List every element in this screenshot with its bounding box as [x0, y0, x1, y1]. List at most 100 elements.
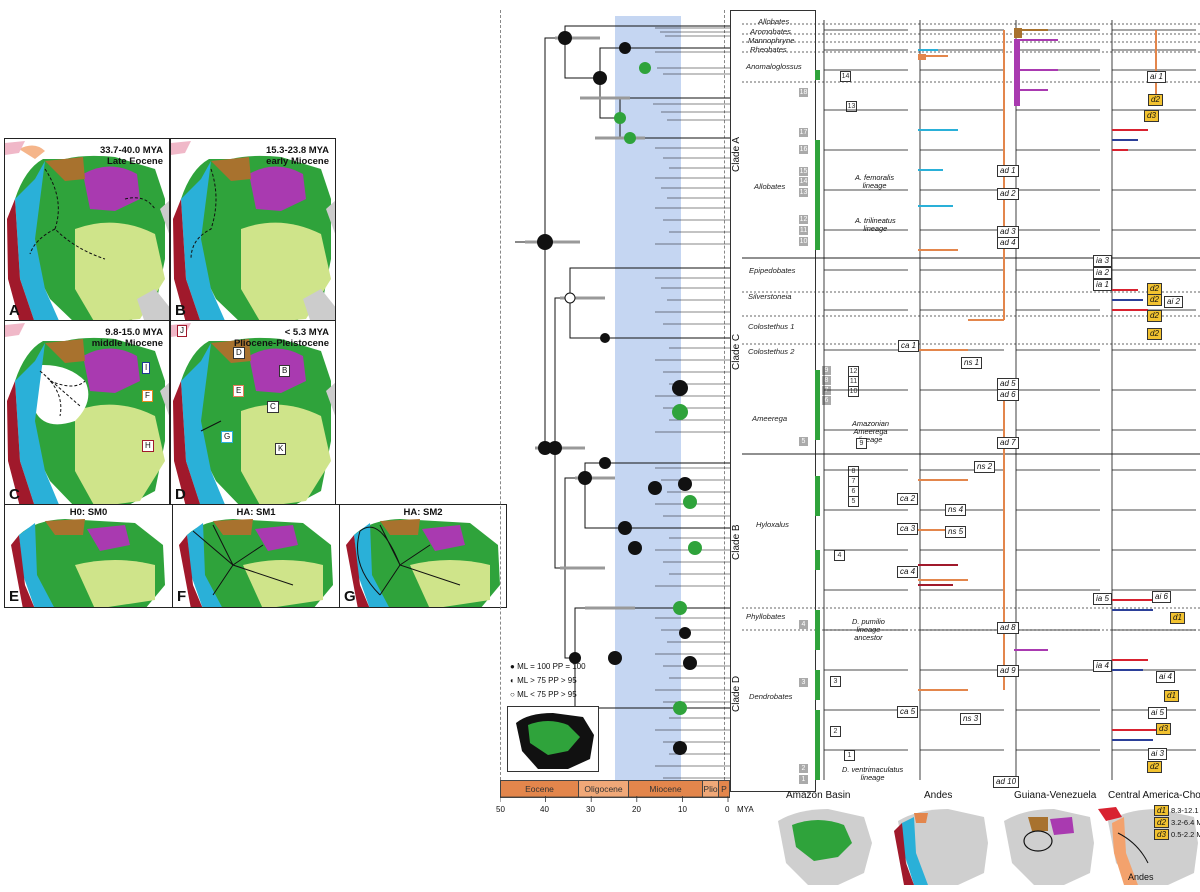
- map-f-letter: F: [177, 588, 187, 605]
- dispersal-event-1: d2: [1148, 94, 1163, 106]
- map-g-title: HA: SM2: [403, 507, 443, 518]
- open-node-icon: ○: [510, 690, 515, 699]
- area-label-k: K: [275, 443, 287, 455]
- area-label-e: E: [233, 385, 245, 397]
- legend-code-d2: d2: [1154, 817, 1169, 828]
- tick-unit: MYA: [737, 805, 754, 814]
- map-e-svg: [11, 519, 165, 607]
- area-label-f: F: [142, 390, 153, 402]
- amazon-num-14: 14: [799, 177, 808, 186]
- amazon-tip-bars: [815, 70, 820, 780]
- legend-item-1: ML = 100 PP = 100: [517, 662, 586, 671]
- region-title-amazon: Amazon Basin: [786, 790, 851, 801]
- andes-event-ns3: ns 3: [960, 713, 982, 725]
- genus-silverstoneia: Silverstoneia: [748, 292, 792, 301]
- genus-colostethus-2: Colostethus 2: [748, 347, 795, 356]
- amazon-box-2: 2: [830, 726, 841, 737]
- region-title-guiana: Guiana-Venezuela: [1014, 790, 1097, 801]
- dispersal-event-2: d3: [1144, 110, 1159, 122]
- amazon-num-15: 15: [799, 167, 808, 176]
- amazon-num-2: 2: [799, 764, 808, 773]
- area-label-i: I: [142, 362, 151, 374]
- dispersal-event-10: d2: [1147, 761, 1162, 773]
- amazon-num-5: 5: [799, 437, 808, 446]
- map-g-letter: G: [344, 588, 356, 605]
- amazon-num-9: 9: [822, 366, 831, 375]
- andes-event-ns4: ns 4: [945, 504, 967, 516]
- map-f-title: HA: SM1: [236, 507, 276, 518]
- central-event-ia5: ia 5: [1093, 593, 1112, 605]
- genus-rheobates: Rheobates: [750, 45, 787, 54]
- genus-allobates: Allobates: [754, 182, 786, 191]
- area-label-c: C: [267, 401, 279, 413]
- map-panel-e: H0: SM0 E: [4, 504, 173, 608]
- map-a-svg: [5, 139, 169, 321]
- amazon-num-12: 12: [799, 215, 808, 224]
- central-event-ai3: ai 3: [1148, 748, 1167, 760]
- guiana-event-ad6: ad 6: [997, 389, 1019, 401]
- clade-b-label: Clade B: [731, 524, 742, 560]
- dispersal-event-7: d1: [1170, 612, 1185, 624]
- epoch-oligocene: Oligocene: [579, 781, 629, 797]
- dispersal-event-4: d2: [1147, 294, 1162, 306]
- amazon-num-16: 16: [799, 145, 808, 154]
- andes-event-ca5: ca 5: [897, 706, 919, 718]
- region-title-andes: Andes: [924, 790, 953, 801]
- map-g-svg: [346, 519, 500, 607]
- dashed-guide-left: [500, 10, 501, 790]
- guiana-event-ad8: ad 8: [997, 622, 1019, 634]
- map-f-svg: [179, 519, 333, 607]
- amazon-box-3: 3: [830, 676, 841, 687]
- andes-event-ns2: ns 2: [974, 461, 996, 473]
- map-e-letter: E: [9, 588, 20, 605]
- region-title-central: Central America-Chocó: [1108, 790, 1200, 801]
- tick-30: 30: [586, 805, 595, 814]
- amazon-box-5: 5: [848, 496, 859, 507]
- genus-allobates-top: Allobates: [758, 17, 790, 26]
- legend-item-2: ML > 75 PP > 95: [517, 676, 577, 685]
- dashed-guide-right: [724, 10, 725, 790]
- genus-ameerega: Ameerega: [752, 414, 788, 423]
- genus-dendrobates: Dendrobates: [749, 692, 793, 701]
- genus-phyllobates: Phyllobates: [746, 612, 786, 621]
- tick-40: 40: [540, 805, 549, 814]
- legend-range-d1: 8.3-12.1 MYA: [1171, 806, 1200, 815]
- genus-aromobates: Aromobates: [750, 27, 791, 36]
- epoch-eocene: Eocene: [501, 781, 579, 797]
- andes-event-ca2: ca 2: [897, 493, 919, 505]
- central-event-ai1: ai 1: [1147, 71, 1166, 83]
- genus-anomaloglossus: Anomaloglossus: [746, 62, 802, 71]
- region-map-central: [1098, 803, 1198, 885]
- legend-range-d2: 3.2-6.4 MYA: [1171, 818, 1200, 827]
- region-map-amazon: [768, 803, 878, 885]
- genus-hyloxalus: Hyloxalus: [756, 520, 789, 529]
- amazon-box-13: 13: [846, 101, 857, 112]
- central-event-ai2: ai 2: [1164, 296, 1183, 308]
- phylogeny-tree: [515, 25, 730, 779]
- solid-node-icon: ●: [510, 662, 515, 671]
- amazon-num-6: 6: [822, 396, 831, 405]
- guiana-event-ad9: ad 9: [997, 665, 1019, 677]
- map-d-svg: [171, 323, 335, 505]
- guiana-event-ad4: ad 4: [997, 237, 1019, 249]
- amazon-num-14a: 14: [840, 71, 851, 82]
- amazon-box-9: 9: [856, 438, 867, 449]
- amazon-num-17: 17: [799, 128, 808, 137]
- guiana-event-ad7: ad 7: [997, 437, 1019, 449]
- genus-column: [742, 10, 816, 792]
- genus-dividers: [742, 23, 1200, 631]
- andes-event-ca4: ca 4: [897, 566, 919, 578]
- dispersal-event-9: d3: [1156, 723, 1171, 735]
- amazon-box-4: 4: [834, 550, 845, 561]
- amazon-num-1: 1: [799, 775, 808, 784]
- central-event-ia1: ia 1: [1093, 279, 1112, 291]
- epoch-miocene: Miocene: [629, 781, 703, 797]
- legend-range-d3: 0.5-2.2 MYA: [1171, 830, 1200, 839]
